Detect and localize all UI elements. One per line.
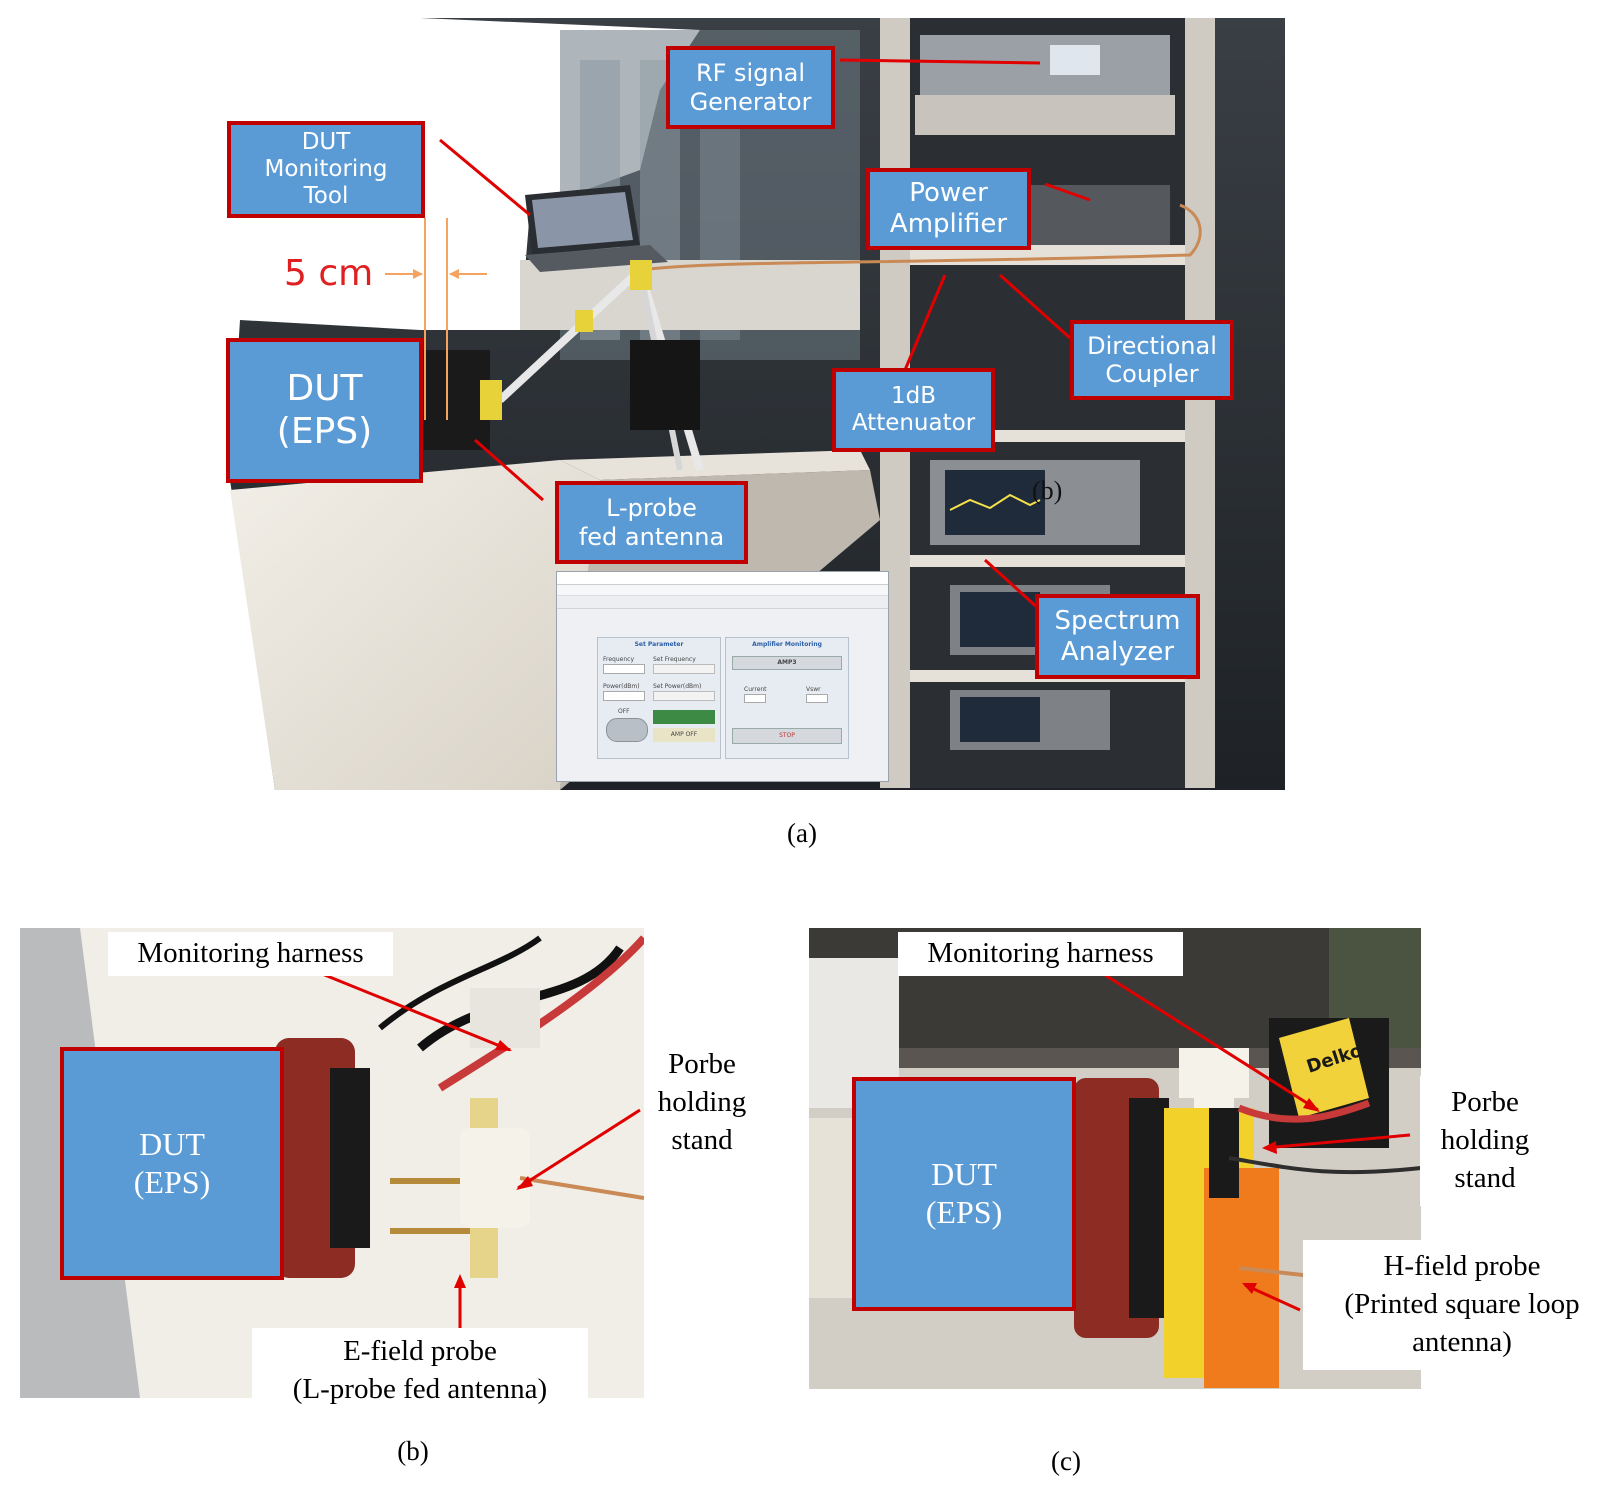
l-probe-label: L-probe fed antenna (555, 481, 748, 564)
set-parameter-panel: Set Parameter Frequency Set Frequency Po… (597, 637, 721, 759)
amplifier-monitoring-title: Amplifier Monitoring (752, 641, 822, 648)
leader-power-amplifier (1044, 182, 1091, 202)
monitoring-harness-label-c: Monitoring harness (898, 932, 1183, 976)
arrowhead-b-stand (516, 1176, 533, 1190)
rf-signal-generator-label: RF signal Generator (666, 46, 835, 129)
monitoring-harness-label-b: Monitoring harness (108, 932, 393, 976)
frequency-input[interactable] (603, 664, 645, 674)
arrowhead-b-probe (454, 1274, 466, 1288)
leader-l-probe (474, 438, 544, 502)
vswr-value (806, 694, 828, 703)
status-indicator (653, 710, 715, 724)
caption-a: (a) (787, 818, 817, 848)
amp-select[interactable]: AMP3 (732, 656, 842, 670)
current-value (744, 694, 766, 703)
probe-holding-stand-label-c: Porbe holding stand (1420, 1076, 1550, 1206)
set-frequency-label: Set Frequency (653, 656, 696, 663)
arrowhead-c-probe (1242, 1283, 1257, 1294)
arrow-b-stand (517, 1108, 641, 1190)
arrow-c-stand (1264, 1133, 1411, 1150)
dut-label-c: DUT (EPS) (852, 1077, 1076, 1311)
arrowhead-c-stand (1262, 1141, 1277, 1154)
directional-coupler-label: Directional Coupler (1070, 320, 1234, 400)
arrowhead-c-harness (1303, 1098, 1320, 1112)
inset-titlebar (557, 572, 888, 585)
leader-attenuator (903, 274, 947, 371)
stray-b-label: (b) (1032, 476, 1063, 505)
power-input[interactable] (603, 691, 645, 701)
dut-label-a: DUT (EPS) (226, 338, 423, 483)
leader-coupler (998, 273, 1072, 340)
set-frequency-value (653, 664, 715, 674)
h-field-probe-label: H-field probe (Printed square loop anten… (1303, 1240, 1621, 1370)
arrow-b-harness (299, 963, 511, 1052)
dut-label-b: DUT (EPS) (60, 1047, 284, 1280)
dimension-arrowhead-left (413, 269, 423, 279)
leader-spectrum-analyzer (983, 558, 1042, 612)
power-label: Power(dBm) (603, 683, 640, 690)
set-power-label: Set Power(dBm) (653, 683, 702, 690)
dut-monitoring-tool-label: DUT Monitoring Tool (227, 121, 425, 218)
set-parameter-title: Set Parameter (634, 641, 684, 648)
amp-off-button[interactable]: AMP OFF (653, 728, 715, 742)
frequency-label: Frequency (603, 656, 634, 663)
arrow-c-harness (1104, 973, 1319, 1112)
probe-holding-stand-label-b: Porbe holding stand (644, 1040, 760, 1166)
arrowhead-b-harness (495, 1040, 512, 1051)
inset-toolbar (557, 596, 888, 609)
attenuator-label: 1dB Attenuator (832, 368, 995, 452)
amplifier-monitoring-panel: Amplifier Monitoring AMP3 Current Vswr S… (725, 637, 849, 759)
distance-label: 5 cm (284, 253, 374, 294)
power-amplifier-label: Power Amplifier (866, 168, 1031, 250)
panel-b-photo (20, 928, 644, 1398)
leader-rf-generator (839, 58, 1041, 65)
caption-b: (b) (397, 1436, 429, 1466)
vswr-label: Vswr (806, 686, 821, 693)
panel-a-annotations (385, 58, 1091, 612)
e-field-probe-photo (20, 928, 644, 1398)
power-toggle[interactable] (606, 718, 648, 742)
monitoring-software-inset: Set Parameter Frequency Set Frequency Po… (556, 571, 889, 782)
stop-button[interactable]: STOP (732, 728, 842, 744)
dimension-arrowhead-right (449, 269, 459, 279)
inset-menubar (557, 585, 888, 596)
current-label: Current (744, 686, 767, 693)
leader-monitoring-tool (439, 138, 531, 217)
spectrum-analyzer-label: Spectrum Analyzer (1035, 594, 1200, 679)
off-label: OFF (618, 708, 630, 715)
caption-c: (c) (1051, 1446, 1081, 1476)
set-power-value (653, 691, 715, 701)
e-field-probe-label: E-field probe (L-probe fed antenna) (252, 1328, 588, 1414)
